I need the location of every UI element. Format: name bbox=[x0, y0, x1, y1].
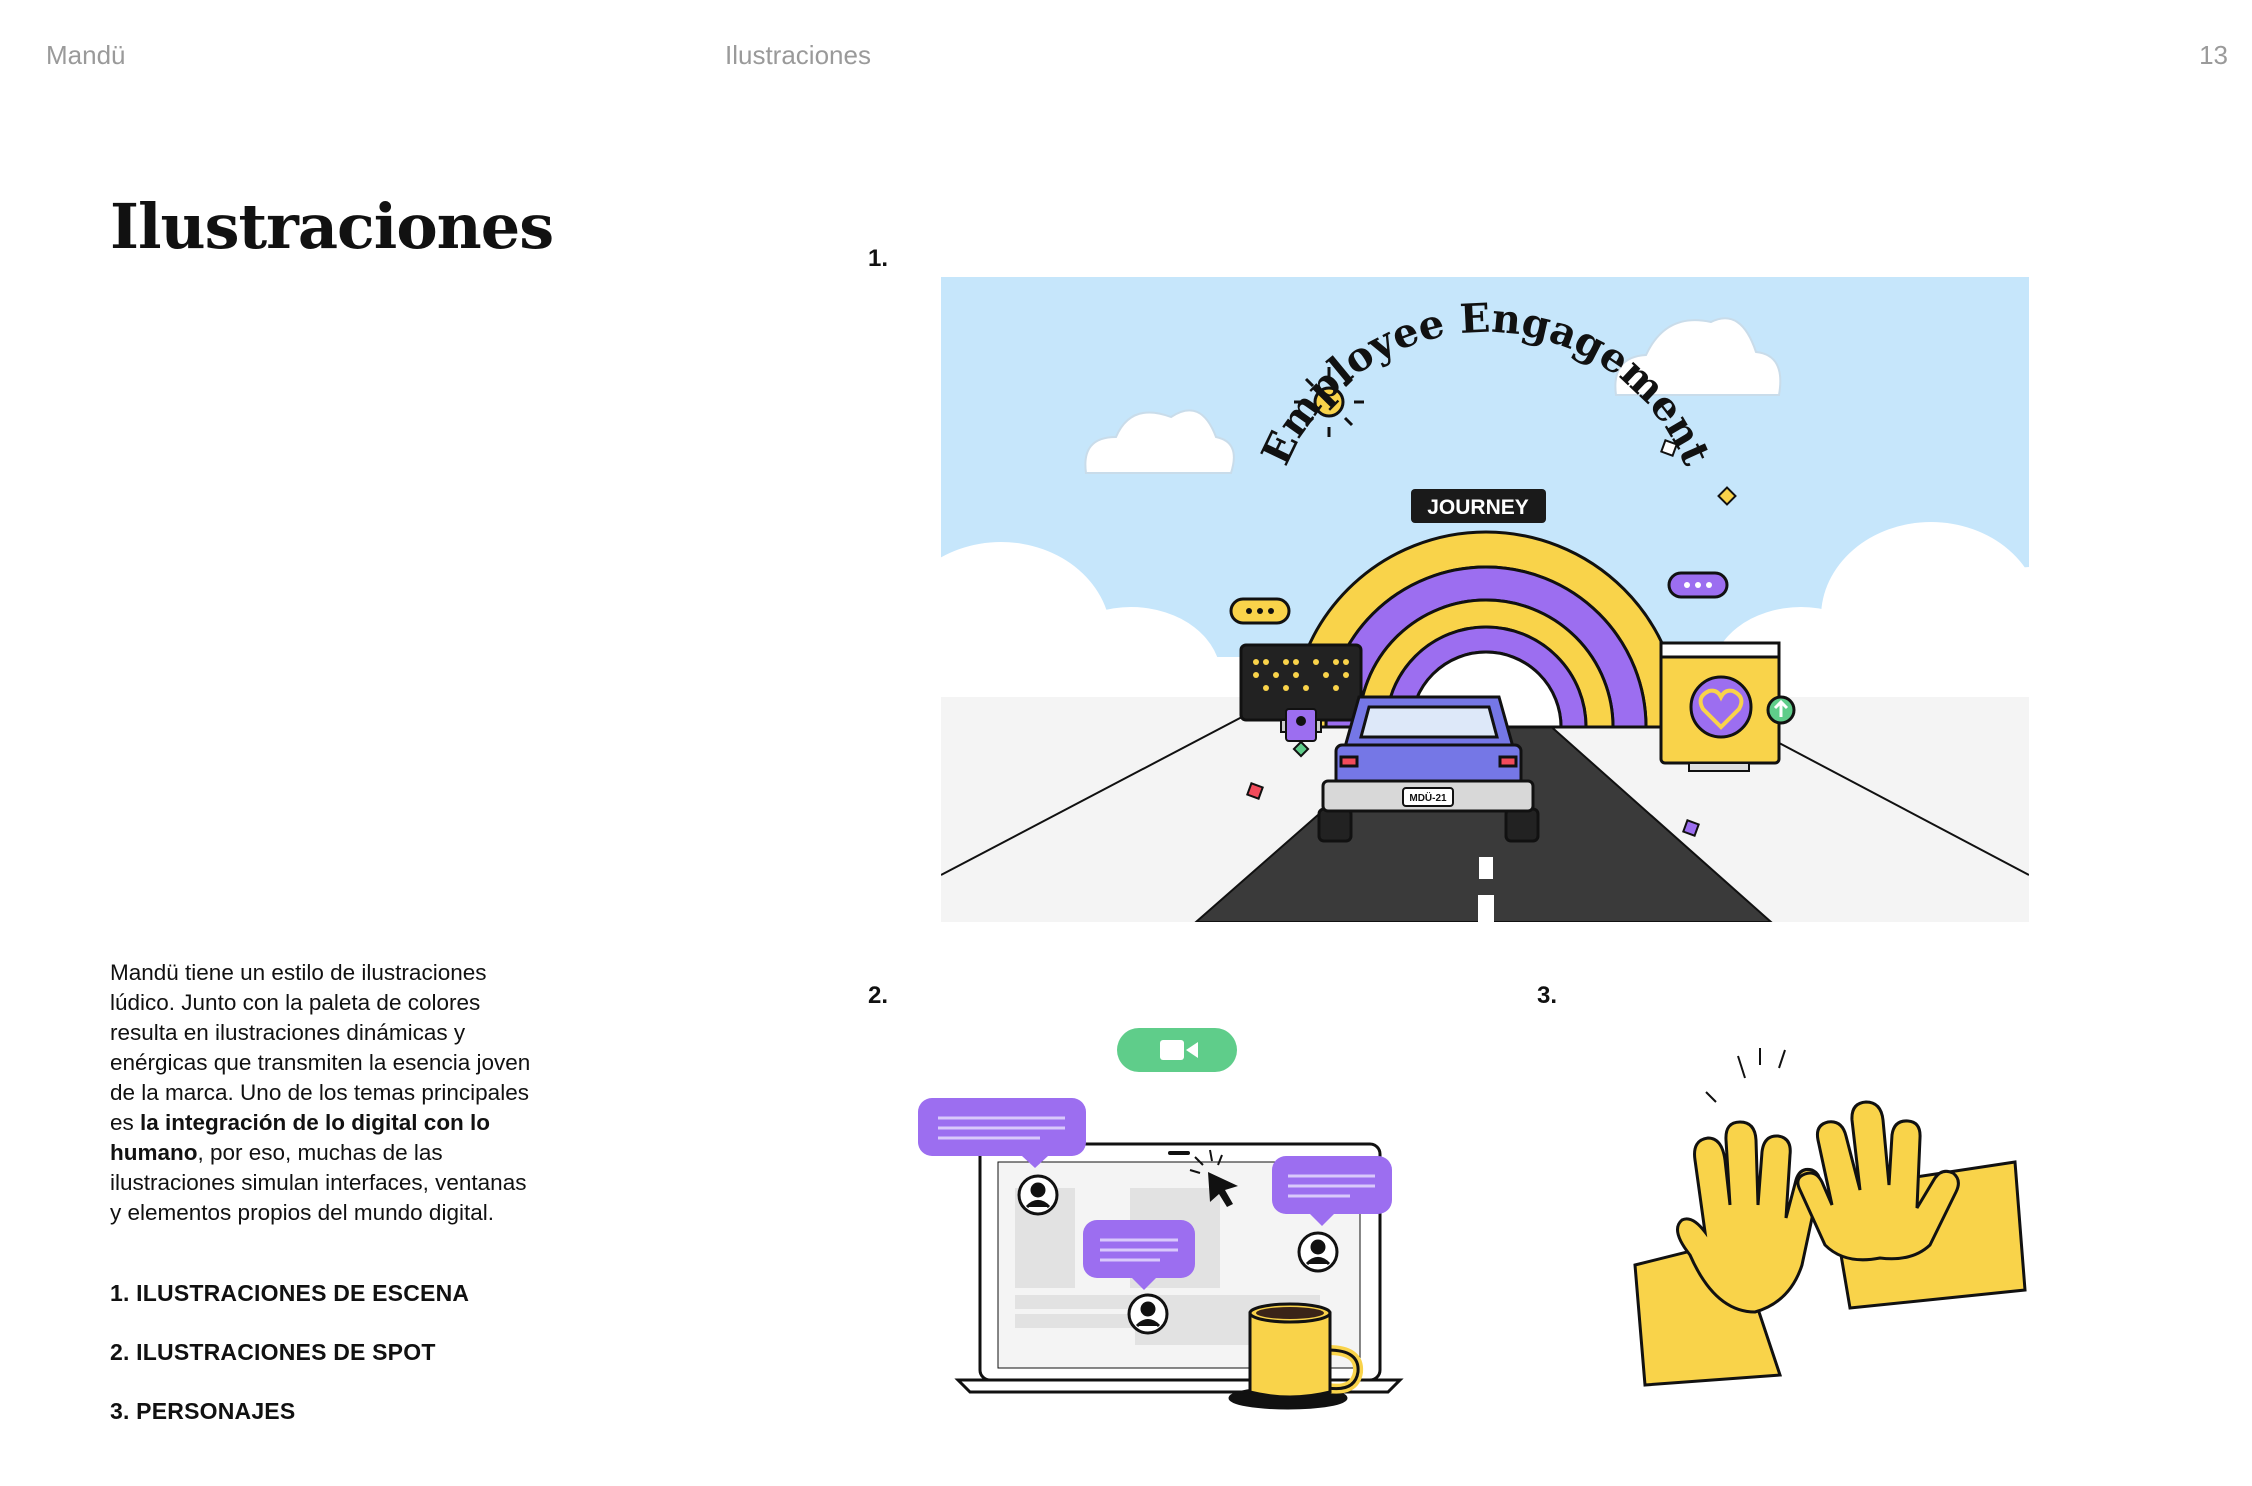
spot-illustration bbox=[918, 1028, 1404, 1410]
journey-badge: JOURNEY bbox=[1427, 496, 1529, 519]
description-part-2: , por eso, muchas de las ilustraciones s… bbox=[110, 1140, 527, 1225]
cloud bbox=[1084, 317, 1782, 474]
page-title: Ilustraciones bbox=[110, 190, 554, 263]
hand-icon bbox=[1633, 1120, 1821, 1387]
chat-bubble-icon bbox=[1272, 1156, 1392, 1226]
video-call-icon bbox=[1117, 1028, 1237, 1072]
illustration-types-list: 1. ILUSTRACIONES DE ESCENA 2. ILUSTRACIO… bbox=[110, 1280, 469, 1457]
figure-number-2: 2. bbox=[868, 982, 889, 1009]
motion-lines bbox=[1705, 1048, 1786, 1103]
list-item: 1. ILUSTRACIONES DE ESCENA bbox=[110, 1280, 470, 1306]
hand-icon bbox=[1796, 1100, 2027, 1310]
chat-bubble-icon bbox=[1667, 571, 1729, 599]
coffee-mug-icon bbox=[1228, 1302, 1364, 1410]
heart-window-icon bbox=[1659, 641, 1796, 772]
header-brand: Mandü bbox=[46, 40, 126, 70]
chat-bubble-icon bbox=[1229, 597, 1291, 625]
road-marking bbox=[1478, 857, 1494, 922]
list-item: 2. ILUSTRACIONES DE SPOT bbox=[110, 1339, 436, 1365]
description-paragraph: Mandü tiene un estilo de ilustraciones l… bbox=[110, 958, 540, 1228]
high-five-illustration bbox=[1633, 1048, 2027, 1387]
sun-icon bbox=[1294, 367, 1364, 437]
avatar-icon bbox=[1017, 1174, 1339, 1335]
chat-bubble-icon bbox=[1083, 1220, 1195, 1290]
header-section: Ilustraciones bbox=[725, 40, 871, 70]
figure-number-1: 1. bbox=[868, 245, 889, 272]
license-plate: MDÜ-21 bbox=[1409, 791, 1447, 804]
car-icon bbox=[1317, 695, 1540, 843]
chat-bubble-icon bbox=[918, 1098, 1086, 1168]
monitor-icon bbox=[1239, 643, 1363, 758]
description-part-1: Mandü tiene un estilo de ilustraciones l… bbox=[110, 960, 531, 1135]
cursor-icon bbox=[1189, 1149, 1238, 1207]
scene-illustration: Employee Engagement JOURNEY bbox=[941, 277, 2029, 922]
description-highlight: la integración de lo digital con lo huma… bbox=[110, 1110, 491, 1165]
page-number: 13 bbox=[2199, 40, 2228, 70]
list-item: 3. PERSONAJES bbox=[110, 1398, 296, 1424]
figure-number-3: 3. bbox=[1537, 982, 1558, 1009]
